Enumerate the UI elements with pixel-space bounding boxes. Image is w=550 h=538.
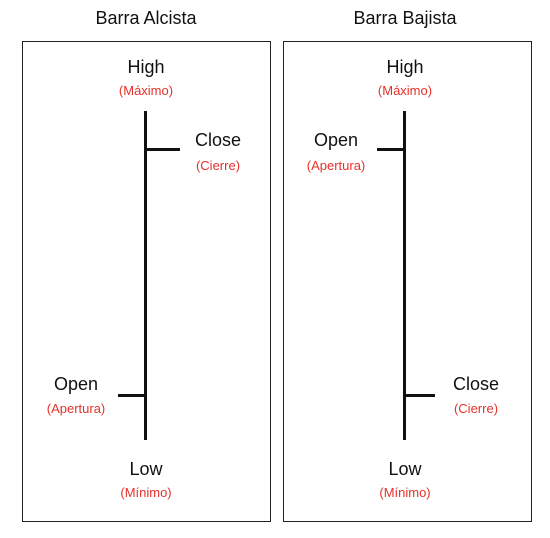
bearish-high-label: High <box>386 57 424 77</box>
bearish-low-sub: (Mínimo) <box>379 485 431 500</box>
bullish-price-bar <box>144 111 147 440</box>
bearish-close-sub: (Cierre) <box>453 401 499 416</box>
panel-bearish <box>283 41 532 522</box>
bullish-open-tick <box>118 394 146 397</box>
panel-title-bullish: Barra Alcista <box>95 8 197 28</box>
bearish-open-tick <box>377 148 405 151</box>
panel-title-bearish: Barra Bajista <box>353 8 457 28</box>
bullish-high-sub: (Máximo) <box>118 83 174 98</box>
bearish-open-label: Open <box>313 130 359 150</box>
bearish-low-label: Low <box>388 459 422 479</box>
bullish-close-tick <box>146 148 180 151</box>
bullish-open-sub: (Apertura) <box>46 401 106 416</box>
bearish-close-tick <box>405 394 435 397</box>
bullish-low-label: Low <box>129 459 163 479</box>
bullish-high-label: High <box>127 57 165 77</box>
panel-bullish <box>22 41 271 522</box>
bullish-low-sub: (Mínimo) <box>120 485 172 500</box>
bullish-open-label: Open <box>53 374 99 394</box>
bearish-open-sub: (Apertura) <box>306 158 366 173</box>
bearish-high-sub: (Máximo) <box>377 83 433 98</box>
bearish-close-label: Close <box>452 374 500 394</box>
bullish-close-sub: (Cierre) <box>195 158 241 173</box>
bearish-price-bar <box>403 111 406 440</box>
bullish-close-label: Close <box>194 130 242 150</box>
